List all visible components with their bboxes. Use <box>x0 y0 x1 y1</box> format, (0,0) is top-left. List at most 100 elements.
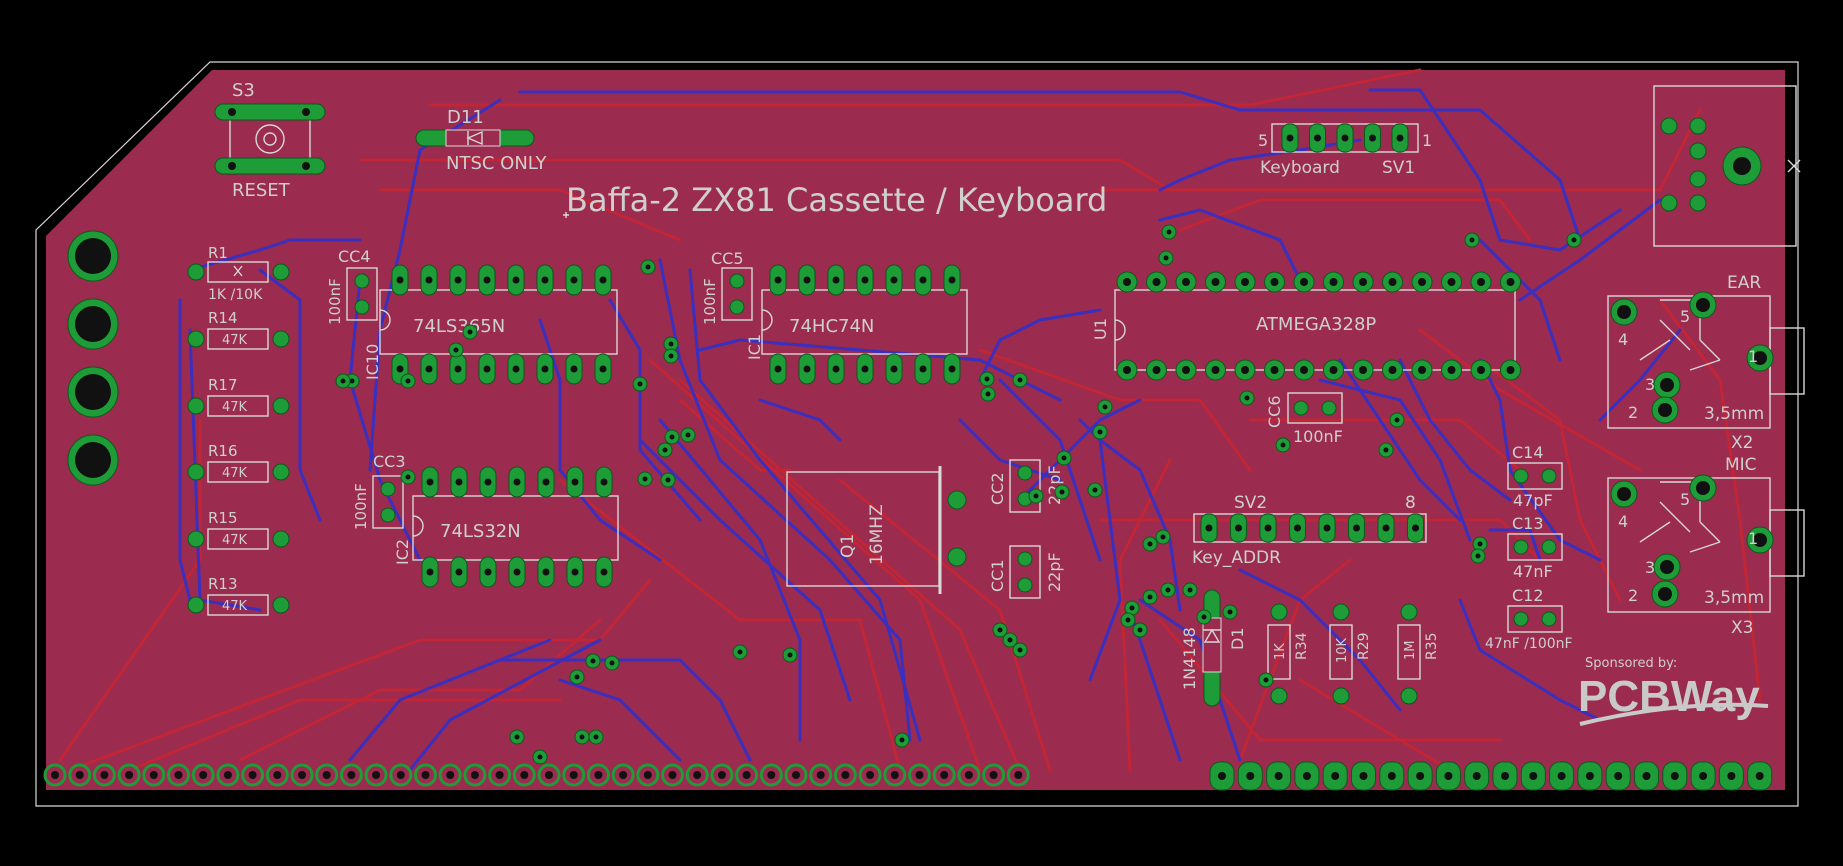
via-hole <box>1007 637 1013 643</box>
pin-hole <box>1294 524 1301 532</box>
pin-hole <box>1205 524 1213 532</box>
r16-ref-label: R16 <box>208 442 238 460</box>
pin-hole <box>1477 278 1485 286</box>
via-hole <box>514 734 520 740</box>
pin-hole <box>125 771 134 779</box>
via-hole <box>668 353 674 359</box>
c14-value-label: 47pF <box>1513 491 1553 510</box>
pin-hole <box>1235 524 1242 532</box>
sv2-ref-label: SV2 <box>1234 493 1267 513</box>
pin-hole <box>542 478 550 486</box>
via-hole <box>668 341 674 347</box>
pin-hole <box>542 568 550 576</box>
cc6-ref-label: CC6 <box>1265 395 1284 428</box>
c12-ref-label: C12 <box>1512 586 1544 605</box>
q1-ref-label: Q1 <box>838 534 858 558</box>
via-hole <box>787 652 793 658</box>
capacitor-cc6: CC6 100nF <box>1265 392 1343 446</box>
edge-connector-right-pads <box>1209 761 1773 791</box>
pcbway-logo-text: PCBWay <box>1578 672 1760 721</box>
c13-value-label: 47nF <box>1513 562 1553 581</box>
sponsor-logo: Sponsored by: PCBWay <box>1578 656 1769 726</box>
pin-hole <box>1382 524 1390 532</box>
pin-hole <box>816 771 825 779</box>
pin-hole <box>1353 524 1360 532</box>
via-hole <box>1097 429 1103 435</box>
via-hole <box>985 391 991 397</box>
cc3-ref-label: CC3 <box>373 452 406 471</box>
pin-hole <box>1211 278 1220 286</box>
resistor-r35: 1M R35 <box>1397 603 1440 705</box>
pin-hole <box>989 771 998 779</box>
pin-hole <box>1270 366 1279 374</box>
pin-hole <box>570 365 578 373</box>
via-hole <box>537 754 543 760</box>
pin-hole <box>1152 366 1161 374</box>
cc4-value-label: 100nF <box>326 278 344 325</box>
pin-hole <box>1529 772 1538 780</box>
pin-hole <box>273 771 282 779</box>
capacitor-cc5: CC5 100nF <box>701 249 753 325</box>
pin-hole <box>1396 134 1404 142</box>
x3-pin-4: 4 <box>1618 512 1628 531</box>
r1-value-label: 1K /10K <box>208 287 263 303</box>
pin-hole <box>1670 772 1679 780</box>
d1-value-label: 1N4148 <box>1180 627 1199 690</box>
resistor-r29: 10K R29 <box>1329 603 1372 705</box>
pin-hole <box>1506 278 1515 286</box>
sponsor-caption: Sponsored by: <box>1585 656 1677 671</box>
resistor-r34: 1K R34 <box>1267 603 1310 705</box>
pin-hole <box>1557 772 1566 780</box>
x2-pin-4: 4 <box>1618 330 1628 349</box>
pin-hole <box>1369 134 1376 142</box>
sv1-value-label: Keyboard <box>1260 158 1340 178</box>
pin-hole <box>1585 772 1594 780</box>
d1-diode: D1 1N4148 <box>1180 589 1247 707</box>
x3-pin-5: 5 <box>1680 490 1690 509</box>
pin-hole <box>1323 524 1331 532</box>
pin-hole <box>1329 366 1338 374</box>
pin-hole <box>455 478 463 486</box>
r29-value-label: 10K <box>1335 637 1350 663</box>
pin-hole <box>1506 366 1515 374</box>
via-hole <box>1244 395 1250 401</box>
via-hole <box>574 674 580 680</box>
ic2-value-label: 74LS32N <box>440 521 521 542</box>
pin-hole <box>803 365 811 373</box>
x3-pin-2: 2 <box>1628 586 1638 605</box>
pin-hole <box>1699 772 1708 780</box>
via-hole <box>1125 617 1131 623</box>
sv1-pin-last: 1 <box>1422 131 1432 150</box>
pin-hole <box>1274 772 1283 780</box>
via-hole <box>1092 487 1098 493</box>
copper-fill <box>46 70 1785 790</box>
s3-value-label: RESET <box>232 180 291 201</box>
via-hole <box>1137 627 1143 633</box>
pin-hole <box>919 276 927 284</box>
pin-hole <box>470 771 479 779</box>
pin-hole <box>1246 772 1255 780</box>
pin-hole <box>774 365 782 373</box>
pin-hole <box>1614 772 1623 780</box>
pin-hole <box>149 771 158 779</box>
pin-hole <box>1241 278 1249 286</box>
via-hole <box>1129 605 1135 611</box>
pin-hole <box>599 365 607 373</box>
pin-hole <box>1727 772 1736 780</box>
r15-value-label: 47K <box>222 533 248 548</box>
via-hole <box>1166 229 1172 235</box>
pin-hole <box>570 276 578 284</box>
pin-hole <box>792 771 800 779</box>
pin-hole <box>541 276 549 284</box>
vias <box>335 224 1582 765</box>
pin-hole <box>1447 366 1456 374</box>
x2-pin-3: 3 <box>1645 375 1655 394</box>
capacitor-c14: C14 47pF <box>1507 443 1563 510</box>
via-hole <box>669 434 675 440</box>
via-hole <box>1227 609 1233 615</box>
r17-value-label: 47K <box>222 400 248 415</box>
pin-hole <box>1472 772 1481 780</box>
r35-ref-label: R35 <box>1424 632 1440 660</box>
pin-hole <box>1300 278 1308 286</box>
via-hole <box>590 658 596 664</box>
